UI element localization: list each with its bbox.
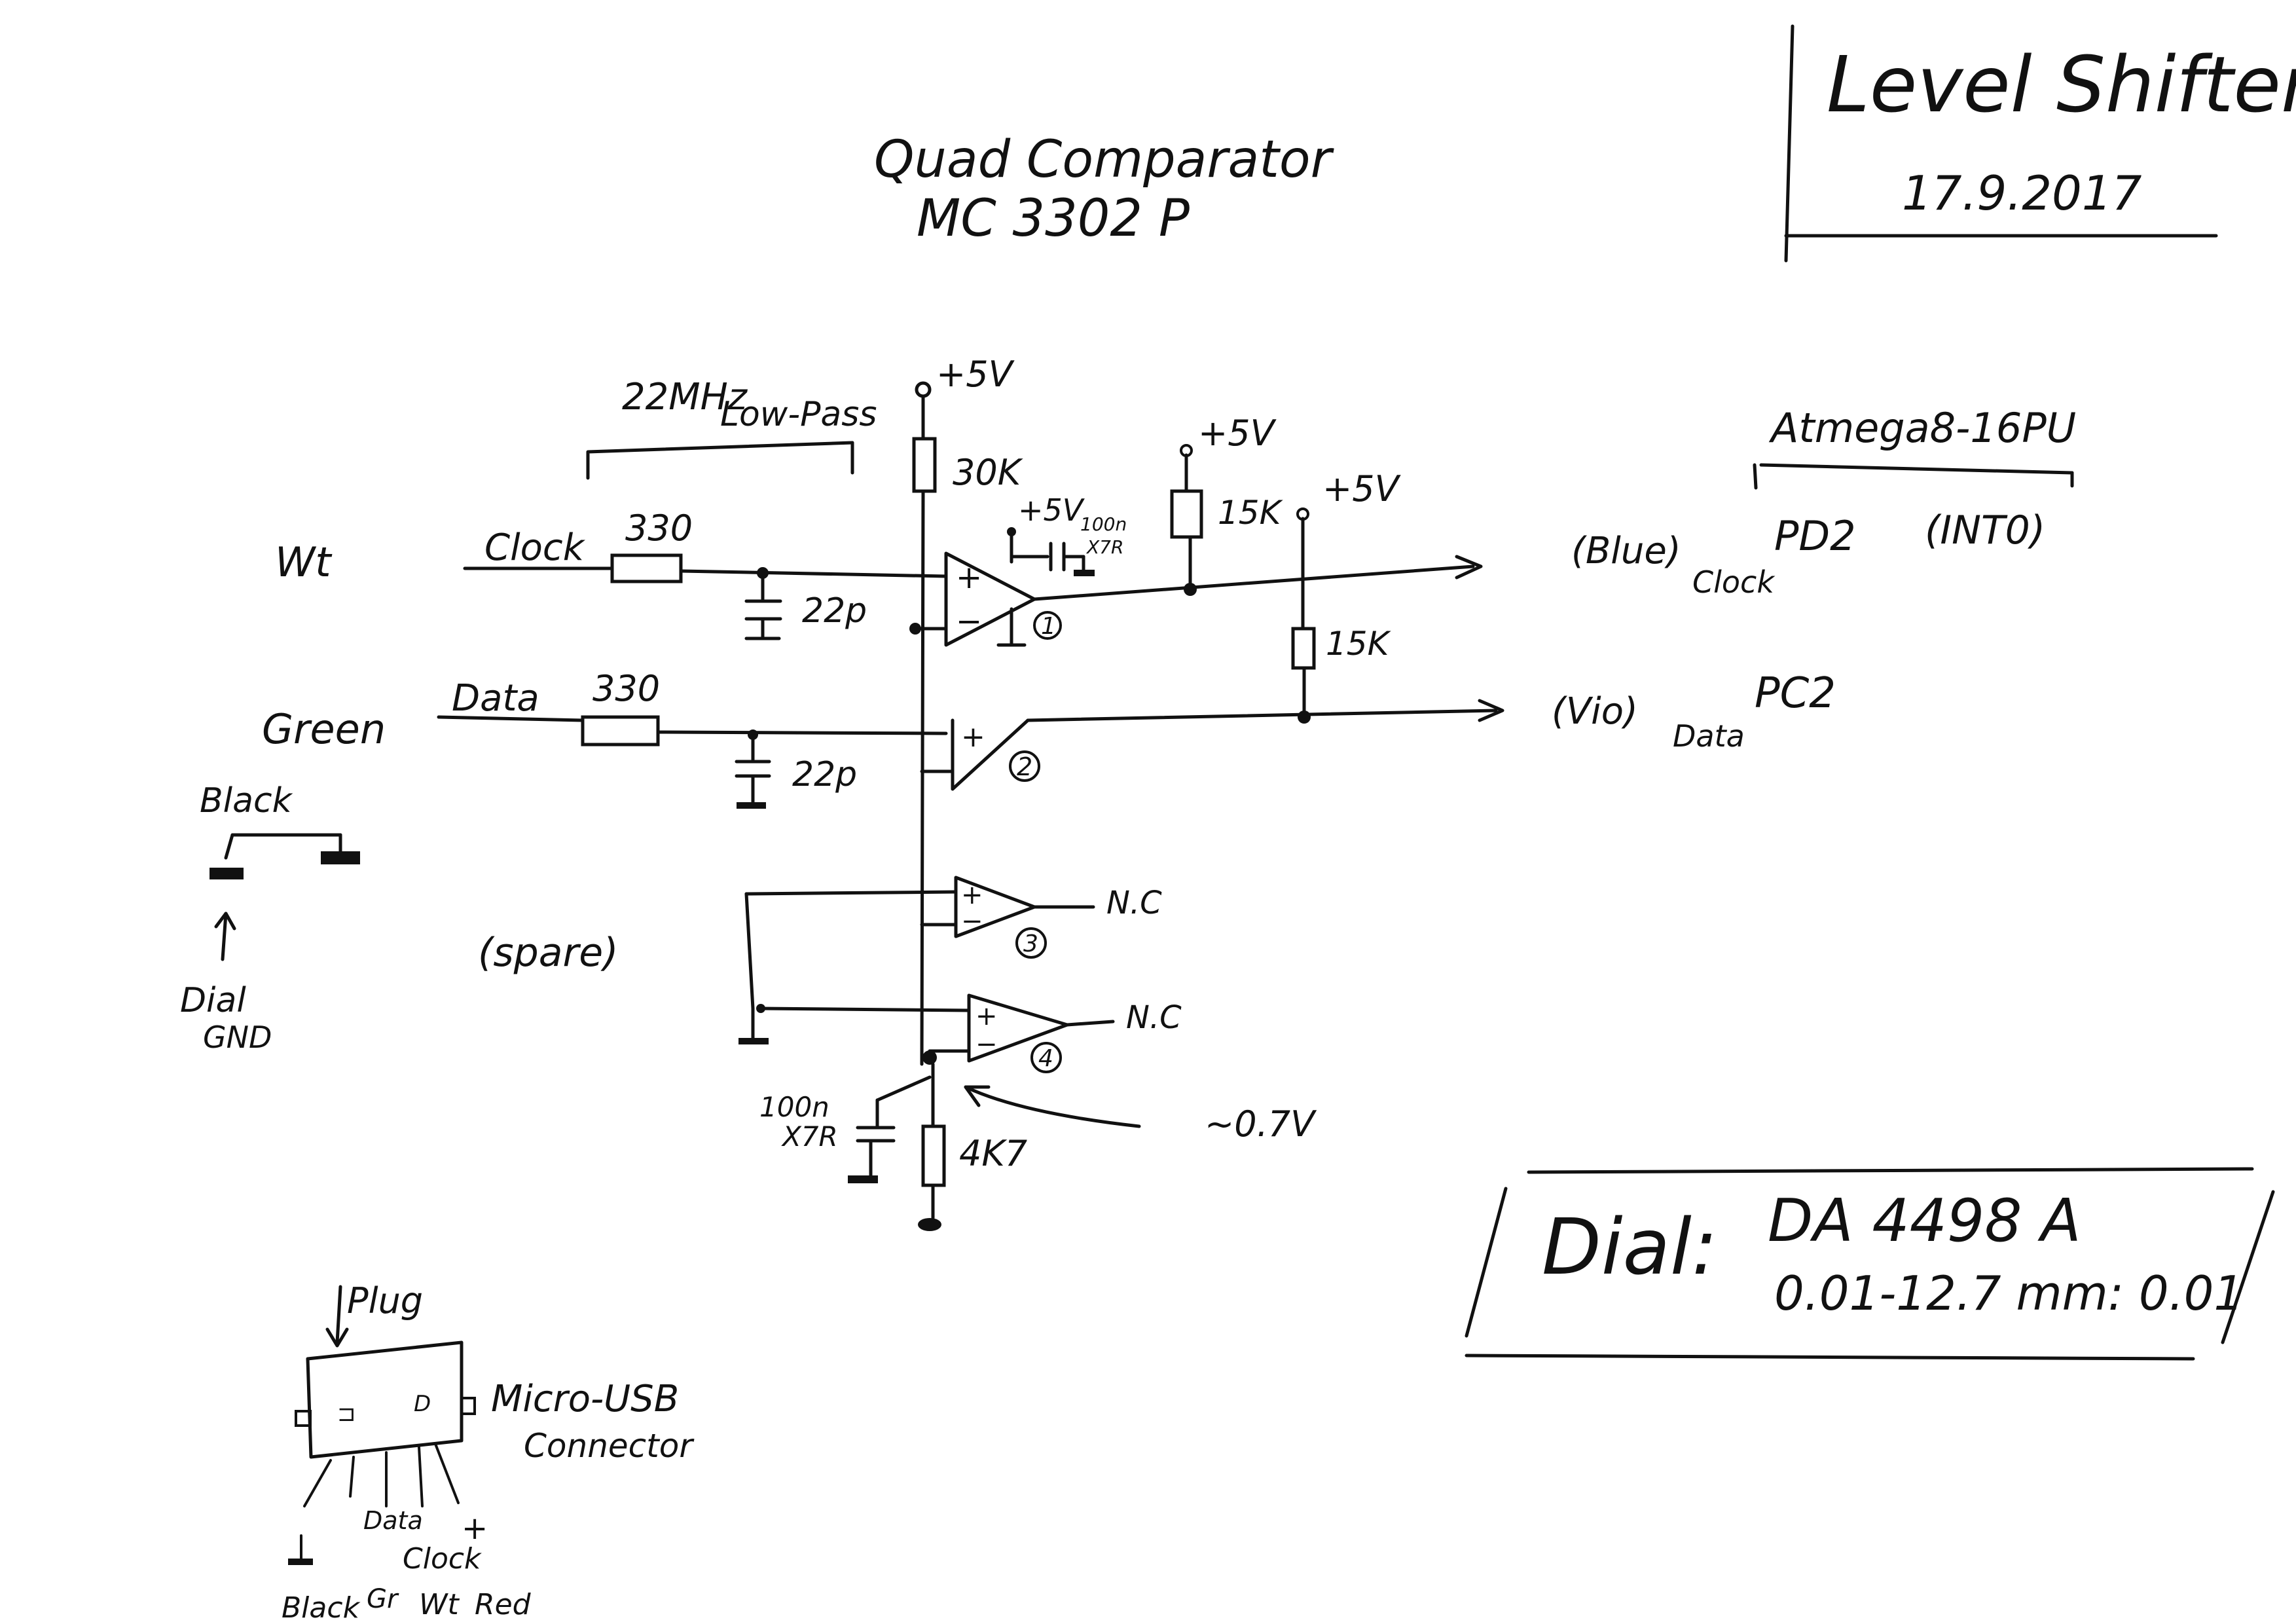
usb-pin-plus: + — [462, 1510, 488, 1547]
dial-range: 0.01-12.7 mm: 0.01 — [1774, 1266, 2244, 1321]
r-clock-series-label: 330 — [625, 507, 693, 549]
svg-text:D: D — [414, 1391, 431, 1417]
vertical-bus: +5V 30K 4K7 — [909, 354, 1027, 1231]
header-line1: Quad Comparator — [874, 130, 1335, 189]
svg-text:−: − — [975, 1029, 998, 1060]
spare-channels: (spare) + − N.C 3 + − N.C 4 ~0.7V — [478, 876, 1317, 1183]
u1-plus5v-label: +5V — [1018, 492, 1085, 528]
dial-info-box: Dial: DA 4498 A 0.01-12.7 mm: 0.01 — [1465, 1167, 2275, 1361]
plus5v-top-label: +5V — [936, 354, 1015, 395]
micro-usb-connector: Plug ⊐ D Micro-USB Connector Data + Cloc… — [282, 1280, 695, 1624]
clock-channel: Wt Clock 330 22p + − 1 +5V 100n X — [275, 413, 1483, 647]
u2-number: 2 — [1017, 752, 1032, 781]
wt-label: Wt — [275, 538, 333, 586]
svg-text:⊐: ⊐ — [337, 1401, 356, 1427]
data-channel: Green Data 330 22p + 2 +5V 15K — [262, 468, 1504, 809]
mcu-name: Atmega8-16PU — [1768, 404, 2076, 452]
chip-header: Quad Comparator MC 3302 P — [874, 130, 1335, 248]
svg-text:−: − — [956, 603, 982, 640]
lowpass-label-1: 22MHz — [622, 376, 748, 418]
spare-label: (spare) — [478, 930, 619, 976]
svg-text:−: − — [961, 906, 983, 936]
r-data-pullup-label: 15K — [1326, 625, 1392, 663]
lowpass-bracket: 22MHz Low-Pass — [586, 376, 877, 480]
dial-ground: Black Dial GND — [180, 781, 360, 1055]
u2-pullup-plus5v-label: +5V — [1322, 468, 1402, 509]
usb-connector-label-2: Connector — [524, 1427, 695, 1465]
lowpass-label-2: Low-Pass — [720, 395, 877, 434]
usb-pin-data: Data — [363, 1506, 423, 1535]
title-block: Level Shifter 17.9.2017 — [1784, 24, 2296, 263]
usb-bottom-red: Red — [475, 1588, 532, 1621]
dial-label: Dial: — [1542, 1202, 1718, 1292]
u1-pullup-plus5v-label: +5V — [1198, 413, 1277, 454]
usb-connector-label-1: Micro-USB — [491, 1378, 679, 1420]
u3-nc-label: N.C — [1106, 885, 1162, 921]
mcu-int0: (INT0) — [1925, 507, 2045, 553]
r-clock-pullup-label: 15K — [1218, 494, 1284, 532]
c-decouple-label-2: X7R — [1085, 536, 1123, 558]
u3-number: 3 — [1023, 931, 1038, 957]
u4-number: 4 — [1038, 1045, 1053, 1072]
c-decouple-label-1: 100n — [1080, 513, 1127, 535]
r-data-series-label: 330 — [592, 668, 660, 709]
usb-plug-label: Plug — [347, 1280, 423, 1321]
c-ref-label-1: 100n — [759, 1091, 829, 1123]
u1-number: 1 — [1041, 613, 1056, 640]
svg-text:+: + — [975, 1001, 998, 1031]
dial-gnd-label-2: GND — [203, 1020, 272, 1055]
r-top-label: 30K — [953, 452, 1023, 493]
svg-text:+: + — [961, 880, 983, 910]
data-input-label: Data — [452, 677, 539, 720]
svg-text:+: + — [956, 559, 982, 596]
c-ref-label-2: X7R — [781, 1120, 838, 1153]
date-text: 17.9.2017 — [1902, 166, 2142, 221]
mcu-vio: (Vio) — [1552, 690, 1638, 733]
green-label: Green — [262, 705, 386, 753]
header-line2: MC 3302 P — [917, 189, 1190, 248]
mcu-blue: (Blue) — [1571, 530, 1681, 572]
usb-pin-clock: Clock — [403, 1542, 482, 1576]
mcu-pd2: PD2 — [1774, 512, 1856, 560]
mcu-data: Data — [1673, 718, 1745, 754]
usb-bottom-black: Black — [282, 1591, 361, 1624]
usb-bottom-wt: Wt — [419, 1588, 460, 1621]
u4-nc-label: N.C — [1126, 999, 1182, 1036]
c-clock-label: 22p — [802, 591, 867, 631]
dial-gnd-label-1: Dial — [180, 981, 246, 1020]
mcu-labels: Atmega8-16PU (Blue) PD2 (INT0) Clock (Vi… — [1552, 404, 2076, 754]
dial-model: DA 4498 A — [1768, 1187, 2081, 1255]
clock-input-label: Clock — [484, 526, 586, 569]
title-text: Level Shifter — [1827, 39, 2296, 130]
mcu-pc2: PC2 — [1755, 669, 1836, 718]
r-bottom-label: 4K7 — [959, 1133, 1027, 1174]
svg-text:+: + — [961, 720, 985, 754]
c-data-label: 22p — [792, 755, 857, 794]
ref-voltage-label: ~0.7V — [1205, 1103, 1317, 1145]
black-label: Black — [200, 781, 293, 821]
usb-bottom-gr: Gr — [367, 1584, 399, 1614]
mcu-clock: Clock — [1692, 564, 1776, 600]
